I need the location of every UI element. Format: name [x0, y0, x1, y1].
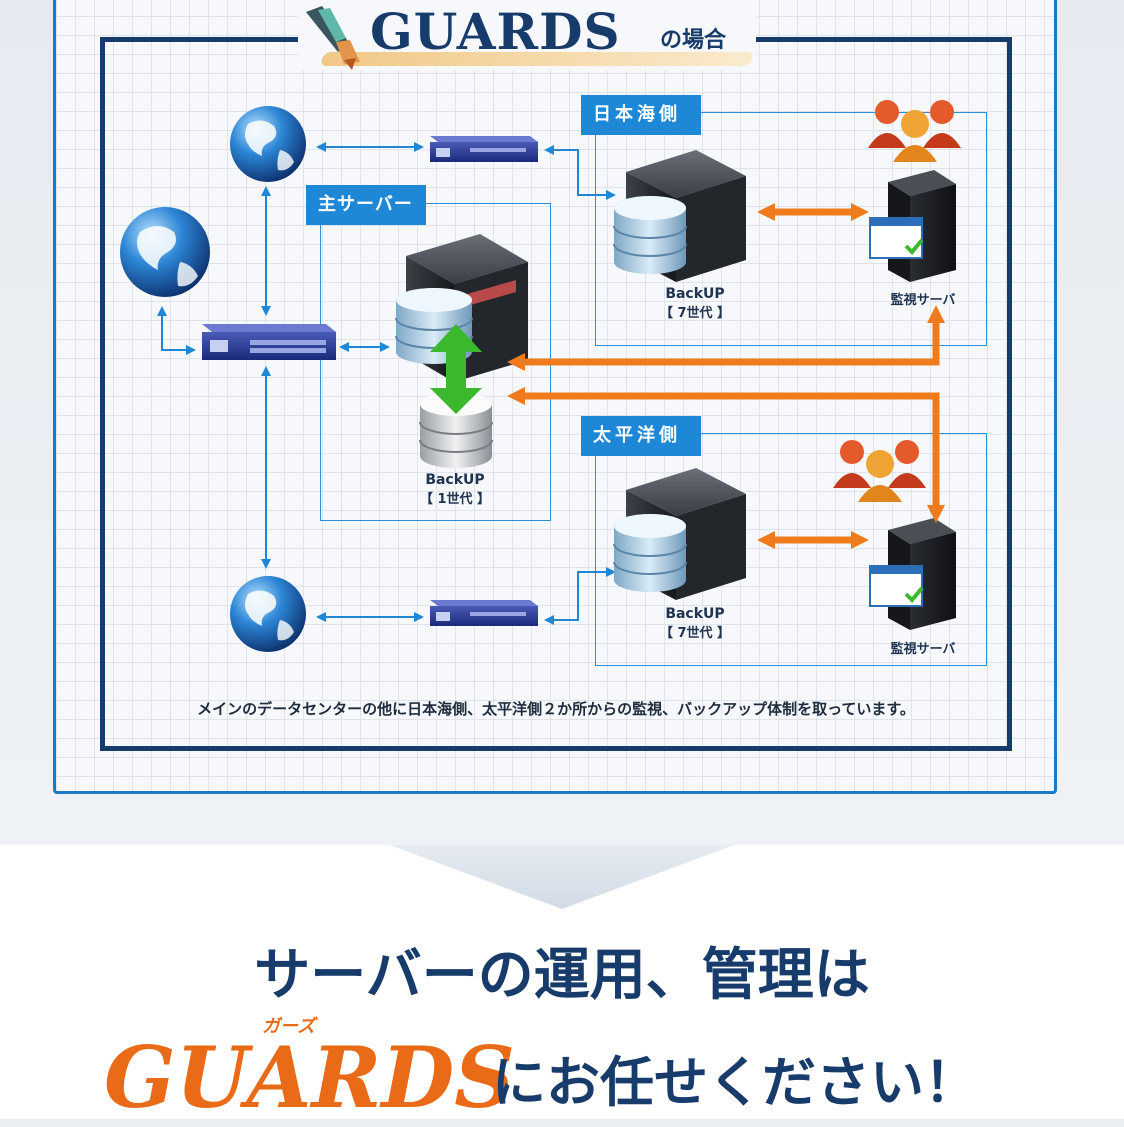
sea-monitor-server-icon: [869, 170, 956, 282]
router-icon: [202, 324, 336, 360]
backup-sea-label: BackUP 【 7世代 】: [640, 286, 750, 321]
diagram-caption: メインのデータセンターの他に日本海側、太平洋側２か所からの監視、バックアップ体制…: [197, 700, 915, 718]
globe-icon: [230, 106, 306, 182]
backup-main-label: BackUP 【 1世代 】: [400, 472, 510, 507]
backup-sea-title: BackUP: [665, 286, 725, 302]
backup-pacific-label: BackUP 【 7世代 】: [640, 606, 750, 641]
router-icon: [430, 136, 538, 162]
brand-name: GUARDS: [104, 1028, 515, 1127]
tag-main-server: 主サーバー: [306, 185, 426, 225]
tag-sea-side: 日本海側: [581, 95, 701, 135]
backup-main-title: BackUP: [425, 472, 485, 488]
brand-ruby: ガーズ: [262, 1016, 316, 1037]
monitor-pacific-label: 監視サーバ: [890, 642, 956, 657]
backup-pacific-title: BackUP: [665, 606, 725, 622]
pacific-monitor-server-icon: [869, 518, 956, 630]
database-icon: [613, 514, 687, 592]
backup-pacific-generation: 【 7世代 】: [659, 626, 731, 641]
diagram-title-suffix: の場合: [660, 28, 727, 53]
green-sync-arrow: [430, 324, 482, 414]
orange-connectors: [507, 203, 945, 549]
globe-icon: [230, 576, 306, 652]
chevron-divider: [390, 845, 734, 909]
headline-line1: サーバーの運用、管理は: [254, 943, 870, 1008]
router-icon: [430, 600, 538, 626]
backup-main-generation: 【 1世代 】: [419, 492, 491, 507]
database-icon: [613, 196, 687, 274]
globe-icon: [120, 207, 210, 297]
users-icon: [868, 100, 961, 162]
diagram-title: GUARDS: [370, 2, 621, 61]
blue-connectors: [157, 142, 616, 625]
headline-line2-tail: にお任せください！: [492, 1051, 978, 1114]
monitor-sea-label: 監視サーバ: [890, 293, 956, 308]
backup-sea-generation: 【 7世代 】: [659, 306, 731, 321]
users-icon: [833, 440, 926, 502]
